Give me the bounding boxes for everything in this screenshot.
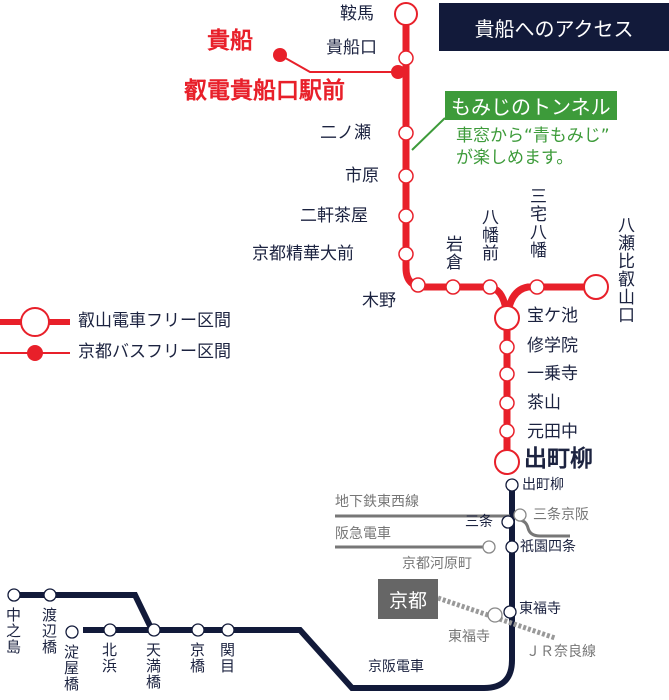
- station-kyoto-seika-daimae: 京都精華大前: [252, 244, 354, 264]
- station-iwakura: 岩倉: [442, 235, 462, 271]
- legend-eizan-free: 叡山電車フリー区間: [78, 311, 231, 331]
- station-demachiyanagi-keihan: 出町柳: [522, 477, 564, 493]
- callout-leader: [411, 117, 446, 151]
- hankyu-line-label: 阪急電車: [335, 526, 391, 542]
- station-kyobashi: 京橋: [188, 642, 206, 674]
- station-yodoyabashi: 淀屋橋: [62, 644, 80, 692]
- station-demachiyanagi-eizan: 出町柳: [524, 446, 593, 472]
- eizan-stations: [394, 2, 609, 475]
- station-tofukuji-keihan: 東福寺: [519, 601, 561, 617]
- momiji-tunnel-label: もみじのトンネル: [445, 91, 617, 120]
- station-kibuneguchi: 貴船口: [326, 38, 377, 58]
- keihan-line: [83, 484, 515, 691]
- keihan-line-label: 京阪電車: [368, 659, 424, 675]
- station-mototanaka: 元田中: [527, 422, 578, 442]
- jr-tofukuji-label: 東福寺: [448, 629, 490, 645]
- station-nikenchaya: 二軒茶屋: [300, 206, 368, 226]
- station-miyake-hachiman: 三宅八幡: [526, 187, 546, 259]
- legend-bus-free: 京都バスフリー区間: [78, 342, 231, 362]
- bus-stop-eiden-kibuneguchi: [391, 65, 405, 79]
- bus-route: [279, 54, 393, 73]
- other-line-stations: [482, 508, 527, 623]
- station-shugakuin: 修学院: [527, 336, 578, 356]
- station-kurama: 鞍馬: [340, 4, 374, 24]
- station-ichihara: 市原: [345, 166, 379, 186]
- map-title: 貴船へのアクセス: [439, 3, 669, 51]
- keihan-stations: [7, 478, 519, 639]
- station-chayama: 茶山: [527, 393, 561, 413]
- tozai-line-label: 地下鉄東西線: [335, 494, 419, 510]
- bus-destination-kibune: 貴船: [207, 28, 253, 54]
- keihan-nakanoshima-line: [16, 592, 155, 632]
- station-yase-hieizanguchi: 八瀬比叡山口: [614, 216, 634, 324]
- station-ichijoji: 一乗寺: [527, 364, 578, 384]
- station-ninose: 二ノ瀬: [320, 123, 371, 143]
- station-temmabashi: 天満橋: [144, 642, 162, 690]
- station-takaragaike: 宝ケ池: [527, 306, 578, 326]
- kyoto-station-box: 京都: [378, 579, 438, 619]
- station-kino: 木野: [362, 291, 396, 311]
- station-sekime: 関目: [218, 642, 236, 674]
- station-nakanoshima: 中之島: [4, 607, 22, 655]
- momiji-tunnel-note: 車窓から“青もみじ” が楽しめます。: [456, 126, 610, 168]
- station-sanjo: 三条: [465, 514, 493, 530]
- jr-nara-line-label: ＪＲ奈良線: [526, 644, 596, 660]
- bus-stop-kibune: [273, 48, 287, 62]
- legend-symbols: [0, 307, 70, 361]
- bus-stop-label: 叡電貴船口駅前: [184, 78, 345, 104]
- station-gion-shijo: 祇園四条: [520, 539, 576, 555]
- kawaramachi-label: 京都河原町: [402, 556, 472, 572]
- station-watanabebashi: 渡辺橋: [40, 607, 58, 655]
- station-hachimanmae: 八幡前: [478, 208, 498, 262]
- station-kitahama: 北浜: [100, 642, 118, 674]
- sanjo-keihan-label: 三条京阪: [533, 507, 589, 523]
